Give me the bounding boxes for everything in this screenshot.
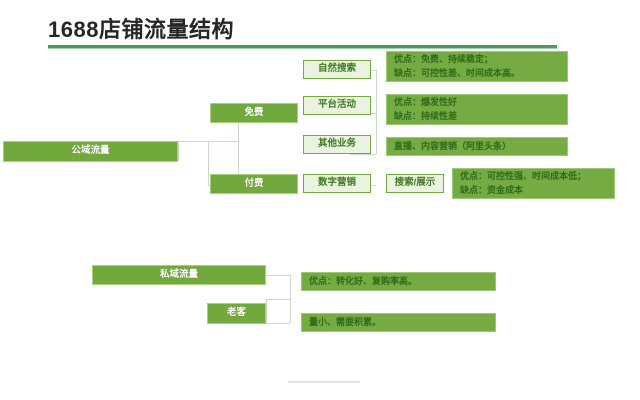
node-subchannel-search-display[interactable]: 搜索/展示 — [386, 174, 444, 193]
note-line: 直播、内容营销（阿里头条） — [394, 140, 512, 151]
connector-private-spine — [290, 275, 291, 323]
note-line: 缺点：持续性差 — [394, 110, 458, 121]
connector-free-to-other — [350, 154, 376, 155]
connector-spine-public — [238, 113, 239, 185]
node-label: 免费 — [244, 106, 264, 118]
title-underline — [48, 45, 557, 48]
node-label: 搜索/展示 — [394, 177, 436, 189]
node-label: 平台活动 — [317, 99, 356, 111]
node-label: 付费 — [244, 177, 264, 189]
node-channel-organic-search[interactable]: 自然搜索 — [303, 60, 371, 79]
note-private-domain-benefit: 优点：转化好、复购率高。 — [301, 272, 496, 291]
footer-divider — [288, 381, 360, 383]
note-digital-marketing: 优点：可控性强、时间成本低； 缺点：资金成本 — [452, 168, 615, 199]
node-free-traffic[interactable]: 免费 — [210, 103, 298, 123]
note-line: 优点：转化好、复购率高。 — [309, 275, 418, 286]
node-private-domain-root[interactable]: 私域流量 — [92, 265, 266, 285]
node-label: 公域流量 — [71, 145, 110, 157]
node-label: 自然搜索 — [317, 63, 356, 75]
note-line: 量小、需要积累。 — [309, 316, 382, 327]
note-line: 优点：可控性强、时间成本低； — [460, 170, 587, 181]
connector-old-customer-out — [266, 299, 290, 300]
node-public-domain-root[interactable]: 公域流量 — [3, 141, 178, 162]
node-channel-digital-marketing[interactable]: 数字营销 — [303, 174, 371, 193]
note-other-business: 直播、内容营销（阿里头条） — [386, 137, 568, 156]
node-paid-traffic[interactable]: 付费 — [210, 174, 298, 194]
connector-root-bracket — [208, 141, 209, 185]
note-old-customer-limit: 量小、需要积累。 — [301, 313, 496, 332]
node-old-customer[interactable]: 老客 — [207, 303, 266, 324]
note-organic-search: 优点：免费、持续稳定； 缺点：可控性差、时间成本高。 — [386, 51, 568, 82]
connector-root-stub — [178, 141, 179, 161]
node-channel-other-business[interactable]: 其他业务 — [303, 135, 371, 154]
page-title: 1688店铺流量结构 — [48, 17, 234, 42]
note-line: 优点：免费、持续稳定； — [394, 53, 494, 64]
note-line: 优点：爆发性好 — [394, 96, 458, 107]
node-label: 私域流量 — [159, 268, 198, 280]
connector-private-to-note2 — [266, 323, 290, 324]
note-line: 缺点：资金成本 — [460, 184, 524, 195]
connector-free-spine — [376, 70, 377, 154]
note-platform-activity: 优点：爆发性好 缺点：持续性差 — [386, 94, 568, 125]
connector-private-root-out — [266, 275, 290, 276]
node-label: 数字营销 — [317, 177, 356, 189]
connector-private-bracket — [266, 299, 267, 323]
node-label: 其他业务 — [317, 138, 356, 150]
note-line: 缺点：可控性差、时间成本高。 — [394, 67, 521, 78]
node-channel-platform-activity[interactable]: 平台活动 — [303, 96, 371, 115]
node-label: 老客 — [226, 307, 246, 319]
